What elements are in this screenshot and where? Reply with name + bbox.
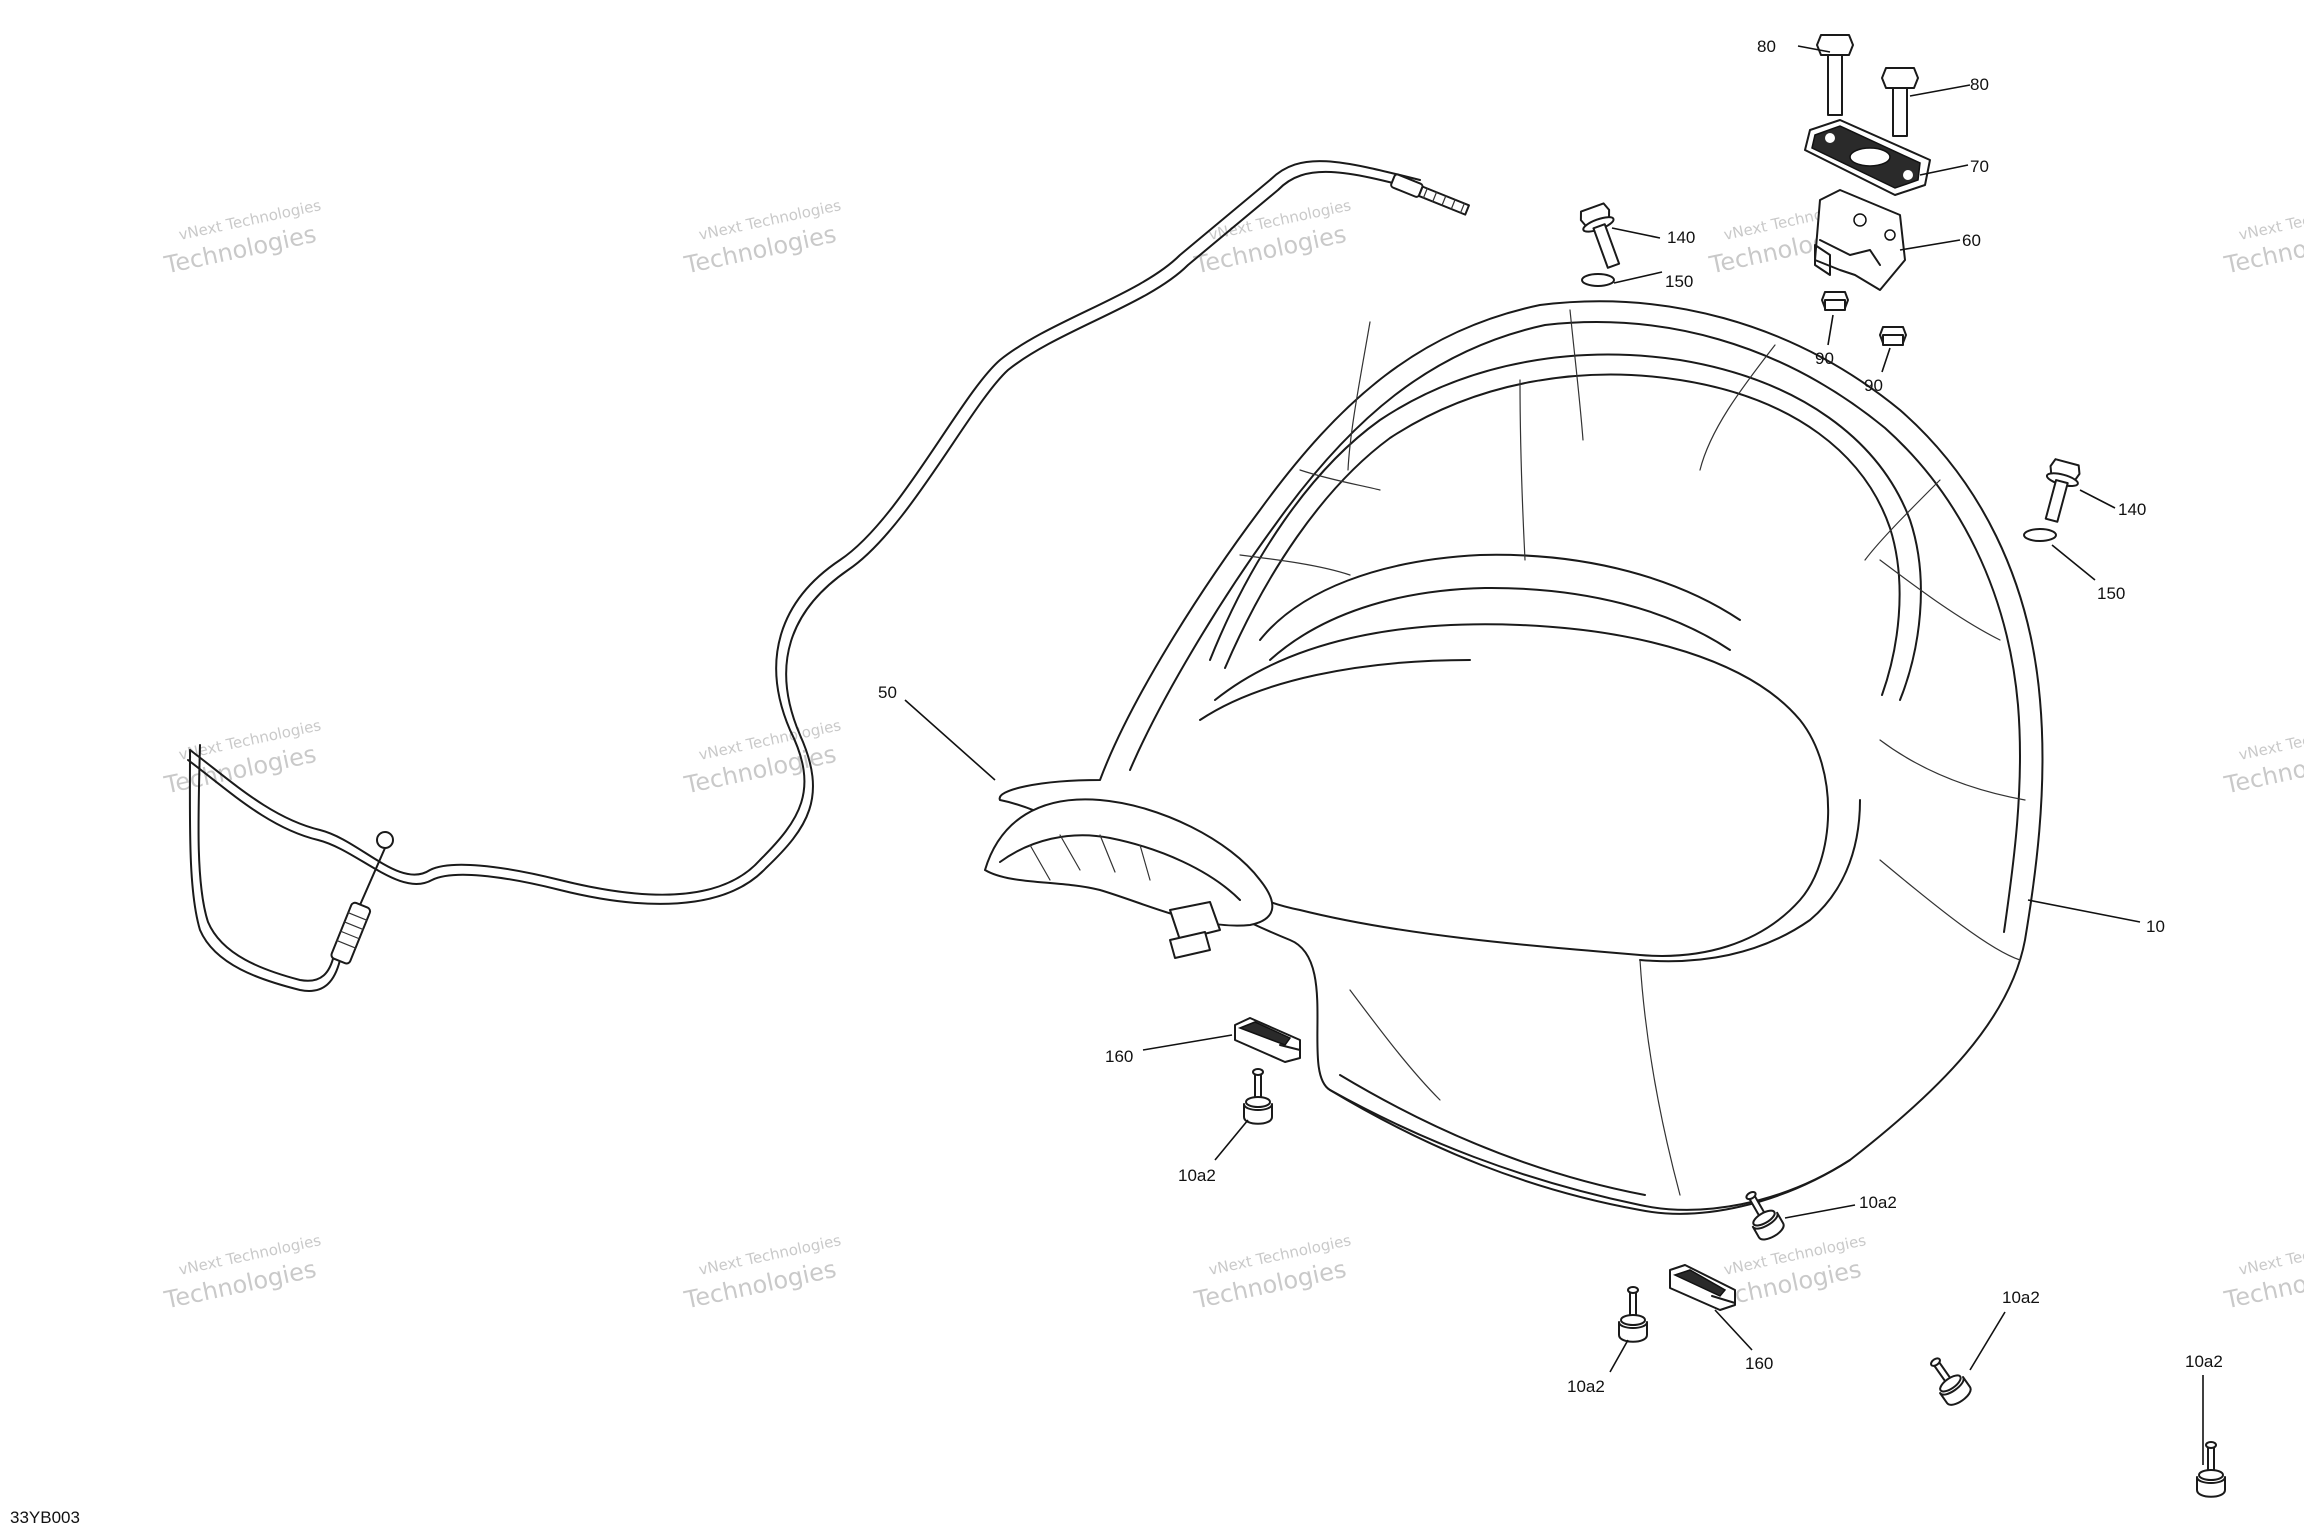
washer-icon bbox=[1581, 273, 1615, 287]
watermark: vNext Technologies Technologies bbox=[1191, 1231, 1353, 1314]
seat-clip-icon bbox=[1669, 1264, 1736, 1311]
flange-bolt-icon bbox=[1579, 202, 1621, 269]
callout-160: 160 bbox=[1105, 1047, 1133, 1066]
callout-80: 80 bbox=[1757, 37, 1776, 56]
bumper-icon bbox=[1618, 1286, 1648, 1343]
seat-clip-icon bbox=[1234, 1017, 1301, 1063]
drawing-code: 33YB003 bbox=[10, 1508, 80, 1527]
cable-connector-icon bbox=[330, 901, 372, 965]
leader-lines bbox=[904, 45, 2204, 1465]
watermark: vNext Technologies Technologies bbox=[681, 1231, 843, 1314]
watermark: vNext Technologies Technologies bbox=[1191, 196, 1353, 279]
callout-10: 10 bbox=[2146, 917, 2165, 936]
watermark: vNext Technologies Technologies bbox=[161, 1231, 323, 1314]
callout-80: 80 bbox=[1970, 75, 1989, 94]
seat-assembly bbox=[984, 300, 2044, 1215]
latch-icon bbox=[1814, 189, 1906, 291]
callout-labels: 80 80 70 60 90 90 140 150 140 150 10 50 … bbox=[878, 37, 2223, 1396]
watermark: vNext Technologies Technologies bbox=[2221, 716, 2304, 799]
bumper-icon bbox=[1930, 1357, 1972, 1406]
watermark: vNext Technologies Technologies bbox=[2221, 1231, 2304, 1314]
callout-90: 90 bbox=[1815, 349, 1834, 368]
watermark: vNext Technologies Technologies bbox=[2221, 196, 2304, 279]
watermark: vNext Technologies Technologies bbox=[681, 196, 843, 279]
callout-10a2: 10a2 bbox=[2185, 1352, 2223, 1371]
callout-10a2: 10a2 bbox=[1178, 1166, 1216, 1185]
washer-icon bbox=[2023, 528, 2057, 542]
watermark: vNext Technologies Technologies bbox=[681, 716, 843, 799]
cable-clip-icon bbox=[376, 831, 394, 849]
cable-threaded-end-icon bbox=[1390, 173, 1470, 216]
callout-90: 90 bbox=[1864, 376, 1883, 395]
callout-140: 140 bbox=[1667, 228, 1695, 247]
nut-icon bbox=[1879, 326, 1907, 346]
callout-60: 60 bbox=[1962, 231, 1981, 250]
callout-50: 50 bbox=[878, 683, 897, 702]
bumper-icon bbox=[1745, 1190, 1785, 1241]
callout-140: 140 bbox=[2118, 500, 2146, 519]
latch-plate-icon bbox=[1804, 119, 1931, 196]
callout-10a2: 10a2 bbox=[2002, 1288, 2040, 1307]
seat-release-cable bbox=[187, 160, 1470, 992]
callout-150: 150 bbox=[1665, 272, 1693, 291]
bumper-icon bbox=[1243, 1068, 1273, 1125]
callout-70: 70 bbox=[1970, 157, 1989, 176]
callout-150: 150 bbox=[2097, 584, 2125, 603]
watermark: vNext Technologies Technologies bbox=[161, 716, 323, 799]
callout-10a2: 10a2 bbox=[1859, 1193, 1897, 1212]
bumper-icon bbox=[2196, 1441, 2226, 1498]
nut-icon bbox=[1821, 291, 1849, 311]
bolt-icon bbox=[1816, 34, 1854, 116]
bolt-icon bbox=[1881, 67, 1919, 137]
watermark: vNext Technologies Technologies bbox=[161, 196, 323, 279]
callout-160: 160 bbox=[1745, 1354, 1773, 1373]
flange-bolt-icon bbox=[2044, 458, 2081, 523]
callout-10a2: 10a2 bbox=[1567, 1377, 1605, 1396]
